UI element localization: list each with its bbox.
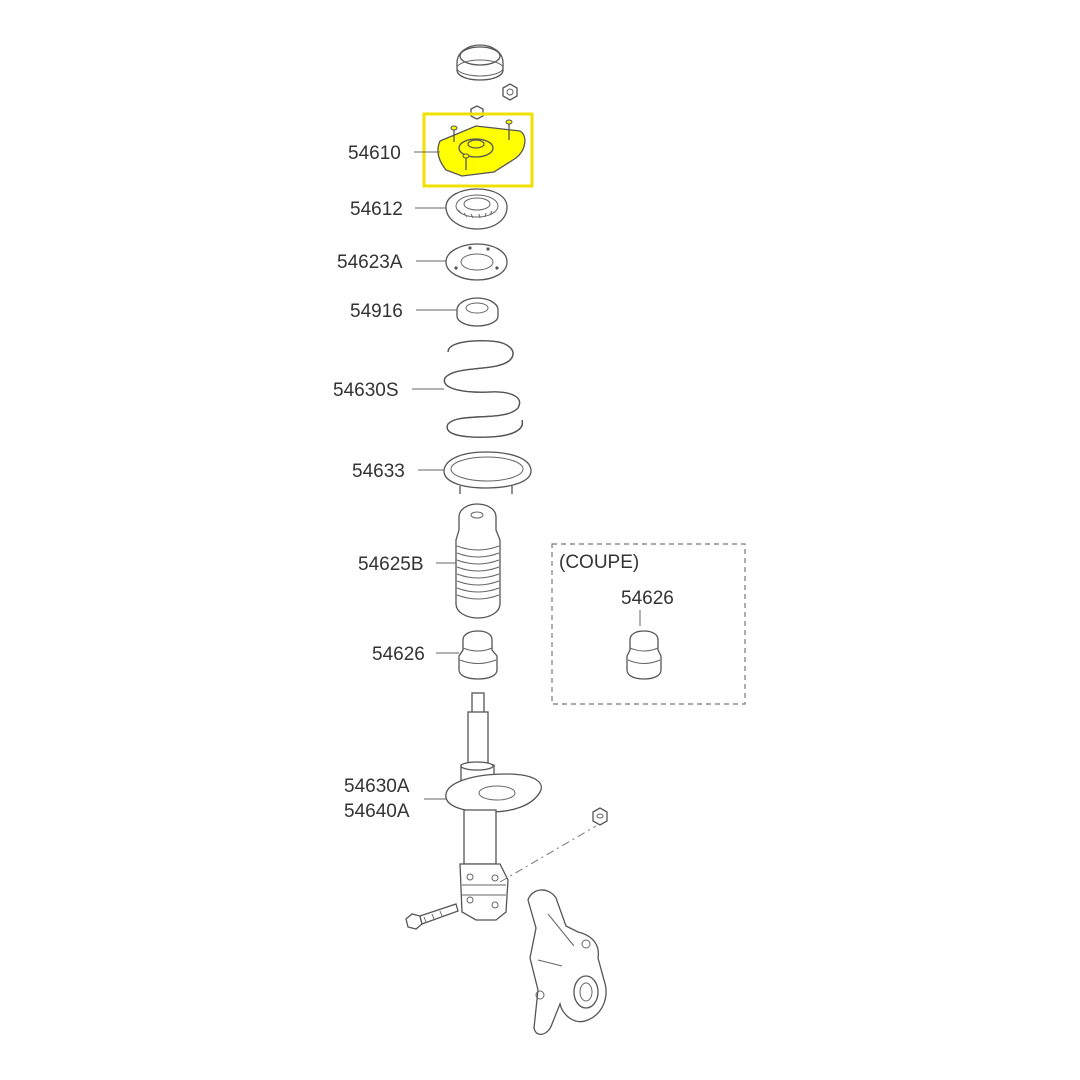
highlight-frame — [422, 112, 534, 188]
label-strut-assy-2: 54640A — [344, 801, 410, 822]
strut-bolt-part — [405, 807, 608, 930]
top-mount-part-highlighted — [422, 112, 534, 188]
label-dust-cover: 54625B — [358, 554, 424, 575]
leader-lines — [412, 151, 641, 800]
coupe-title: (COUPE) — [559, 552, 639, 573]
strut-assembly-part — [445, 692, 542, 921]
lower-spring-pad-part — [443, 451, 532, 494]
coupe-part-label: 54626 — [621, 588, 674, 609]
dust-cover-part — [455, 503, 501, 619]
label-coil-spring: 54630S — [333, 380, 399, 401]
label-spring-seat: 54623A — [337, 252, 403, 273]
coupe-variant-box: (COUPE) 54626 — [551, 543, 746, 705]
knuckle-part — [527, 889, 607, 1035]
label-lower-spring-pad: 54633 — [352, 461, 405, 482]
coil-spring-part — [443, 340, 524, 438]
bearing-part — [445, 188, 508, 230]
dust-cap-part — [456, 44, 504, 81]
part-labels: 54610 54612 54623A 54916 54630S 54633 54… — [333, 143, 425, 822]
coupe-bumper-stopper-part — [626, 630, 662, 680]
bumper-stopper-part — [458, 630, 498, 680]
label-insulator: 54916 — [350, 301, 403, 322]
label-top-mount: 54610 — [348, 143, 401, 164]
insulator-part — [456, 297, 499, 327]
spring-seat-part — [445, 243, 508, 281]
label-bumper-stopper: 54626 — [372, 644, 425, 665]
label-bearing: 54612 — [350, 199, 403, 220]
label-strut-assy-1: 54630A — [344, 776, 410, 797]
